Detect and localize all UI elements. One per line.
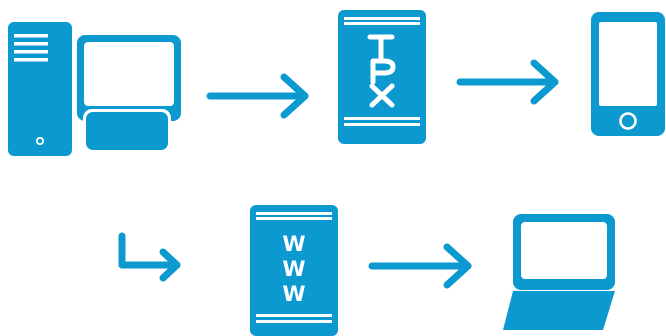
- laptop-icon: [503, 214, 615, 330]
- arrow-right-icon: [456, 59, 559, 105]
- keyboard: [83, 109, 171, 153]
- arrow-right-icon: [206, 73, 309, 119]
- tpx-letter-x: [369, 83, 395, 108]
- monitor: [77, 35, 181, 121]
- arrow-down-right-icon: [118, 232, 181, 282]
- tower-case: [8, 22, 72, 156]
- desktop-computer-icon: [8, 22, 181, 156]
- www-line-1: W: [282, 232, 305, 256]
- arrow-right-icon: [368, 243, 472, 289]
- server-document-icon: [338, 10, 426, 144]
- tpx-letter-p: [370, 58, 396, 85]
- www-line-3: W: [282, 282, 305, 306]
- smartphone-icon: [591, 12, 665, 136]
- tpx-letter-t: [367, 34, 395, 63]
- server-document-icon: W W W: [250, 205, 338, 336]
- www-line-2: W: [282, 257, 305, 281]
